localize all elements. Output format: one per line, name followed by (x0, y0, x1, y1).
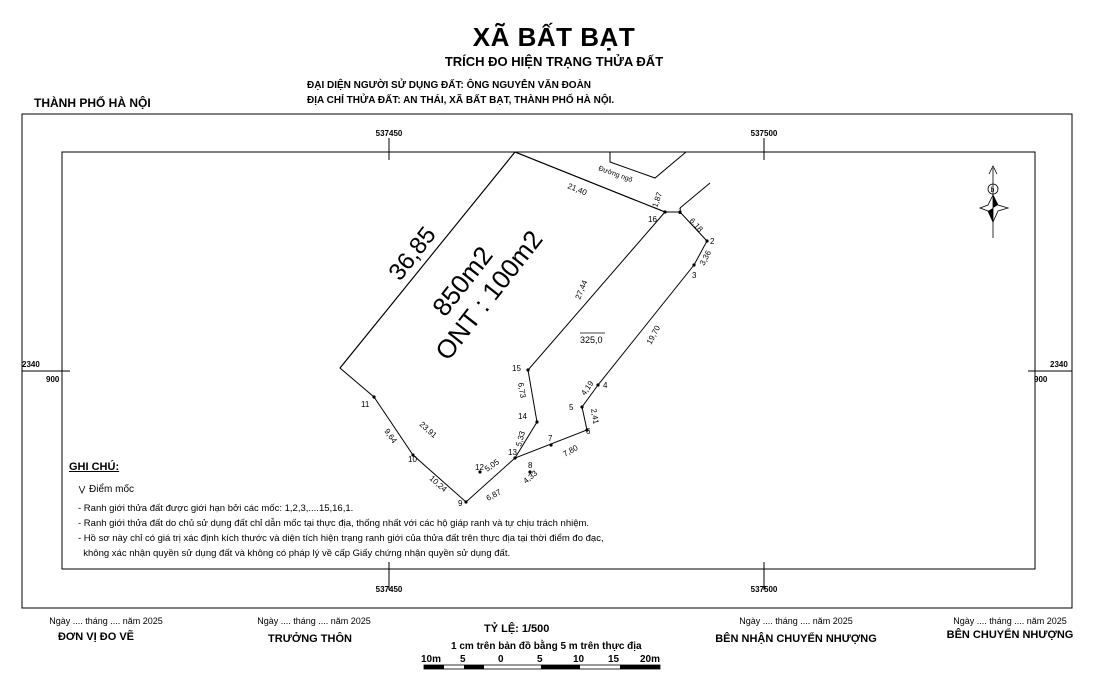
vertices (372, 210, 709, 504)
city-label: THÀNH PHỐ HÀ NỘI (34, 96, 151, 110)
road-edge (609, 151, 687, 179)
document-subtitle: TRÍCH ĐO HIỆN TRẠNG THỬA ĐẤT (444, 54, 664, 69)
point-1: 1 (678, 207, 683, 216)
point-10: 10 (408, 455, 417, 464)
grid-label-y-left-top: 2340 (22, 360, 40, 369)
point-5: 5 (569, 403, 574, 412)
owner-line: ĐẠI DIỆN NGƯỜI SỬ DỤNG ĐẤT: ÔNG NGUYỄN V… (307, 80, 592, 91)
grid-label-y-right-top: 2340 (1050, 360, 1068, 369)
address-line: ĐỊA CHỈ THỬA ĐẤT: AN THÁI, XÃ BẤT BẠT, T… (307, 95, 615, 106)
scale-tick: 15 (608, 654, 620, 665)
outer-frame (21, 113, 1073, 609)
point-6: 6 (586, 427, 591, 436)
dim-label: 6,18 (688, 216, 705, 234)
scale-tick: 5 (537, 654, 543, 665)
grid-label-x2-bottom: 537500 (751, 585, 778, 594)
notes-heading: GHI CHÚ: (69, 461, 120, 473)
landmark-legend: Điểm mốc (89, 484, 135, 495)
scale-tick: 5 (460, 654, 466, 665)
ont-boundary (514, 211, 666, 459)
grid-label-y-left-bottom: 900 (46, 375, 60, 384)
survey-unit-label: ĐƠN VỊ ĐO VẼ (57, 631, 134, 643)
dim-label: 21,40 (566, 182, 588, 198)
dim-label: 10,24 (428, 474, 449, 494)
dim-label: 6,73 (516, 382, 528, 399)
grid-label-y-right-bottom: 900 (1034, 375, 1048, 384)
scale-label: TỶ LỆ: 1/500 (484, 623, 550, 635)
vertex-labels: 1 2 3 4 5 6 7 8 9 10 11 12 13 14 15 16 (361, 207, 715, 508)
point-2: 2 (710, 237, 715, 246)
receiver-label: BÊN NHẬN CHUYỂN NHƯỢNG (715, 633, 877, 645)
village-head-label: TRƯỞNG THÔN (268, 633, 352, 645)
scale-tick: 20m (640, 654, 661, 665)
dim-label: 3,36 (698, 248, 714, 266)
date-village: Ngày .... tháng .... năm 2025 (257, 616, 371, 626)
document-title: XÃ BẤT BẠT (472, 22, 636, 52)
point-9: 9 (458, 499, 463, 508)
scale-tick: 10m (421, 654, 442, 665)
dim-label: 5,33 (514, 430, 527, 448)
dim-label: 1,87 (650, 190, 664, 208)
dim-label: 23,91 (418, 420, 439, 440)
note-line: không xác nhận quyền sử dụng đất và khôn… (78, 548, 511, 559)
inner-frame (61, 151, 1036, 570)
point-4: 4 (603, 381, 608, 390)
svg-text:b: b (991, 187, 995, 194)
dim-label: 27,44 (574, 278, 590, 300)
grid-label-x1-bottom: 537450 (376, 585, 403, 594)
point-3: 3 (692, 271, 697, 280)
point-11: 11 (361, 400, 370, 409)
dim-label: 6,87 (485, 487, 503, 503)
dim-label: 5,05 (483, 457, 501, 474)
scale-note: 1 cm trên bản đồ bằng 5 m trên thực địa (451, 641, 642, 652)
scale-tick: 0 (498, 654, 504, 665)
scale-tick: 10 (573, 654, 585, 665)
grid-label-x1-top: 537450 (376, 129, 403, 138)
note-line: - Hồ sơ này chỉ có giá trị xác định kích… (78, 533, 604, 544)
north-arrow-icon: b (978, 165, 1010, 238)
dim-label: 4,19 (579, 379, 596, 397)
dim-label: 2,41 (589, 408, 601, 425)
road-edge (679, 182, 711, 209)
point-14: 14 (518, 412, 527, 421)
dim-label: 4,33 (522, 468, 540, 485)
date-receiver: Ngày .... tháng .... năm 2025 (739, 616, 853, 626)
point-8: 8 (528, 461, 533, 470)
dim-label: 19,70 (645, 324, 663, 346)
point-15: 15 (512, 364, 521, 373)
point-16: 16 (648, 215, 657, 224)
dim-label: 7,80 (562, 443, 580, 459)
parcel-number: 325,0 (580, 335, 603, 345)
note-line: - Ranh giới thửa đất do chủ sử dụng đất … (78, 518, 590, 529)
point-7: 7 (548, 434, 553, 443)
date-survey-unit: Ngày .... tháng .... năm 2025 (49, 616, 163, 626)
scale-bar (423, 664, 661, 670)
point-12: 12 (475, 463, 484, 472)
date-transferor: Ngày .... tháng .... năm 2025 (953, 616, 1067, 626)
note-line: - Ranh giới thửa đất được giới hạn bởi c… (78, 503, 354, 514)
grid-label-x2-top: 537500 (751, 129, 778, 138)
transferor-label: BÊN CHUYỂN NHƯỢNG (946, 629, 1074, 641)
point-13: 13 (508, 448, 517, 457)
landmark-icon (78, 485, 86, 495)
